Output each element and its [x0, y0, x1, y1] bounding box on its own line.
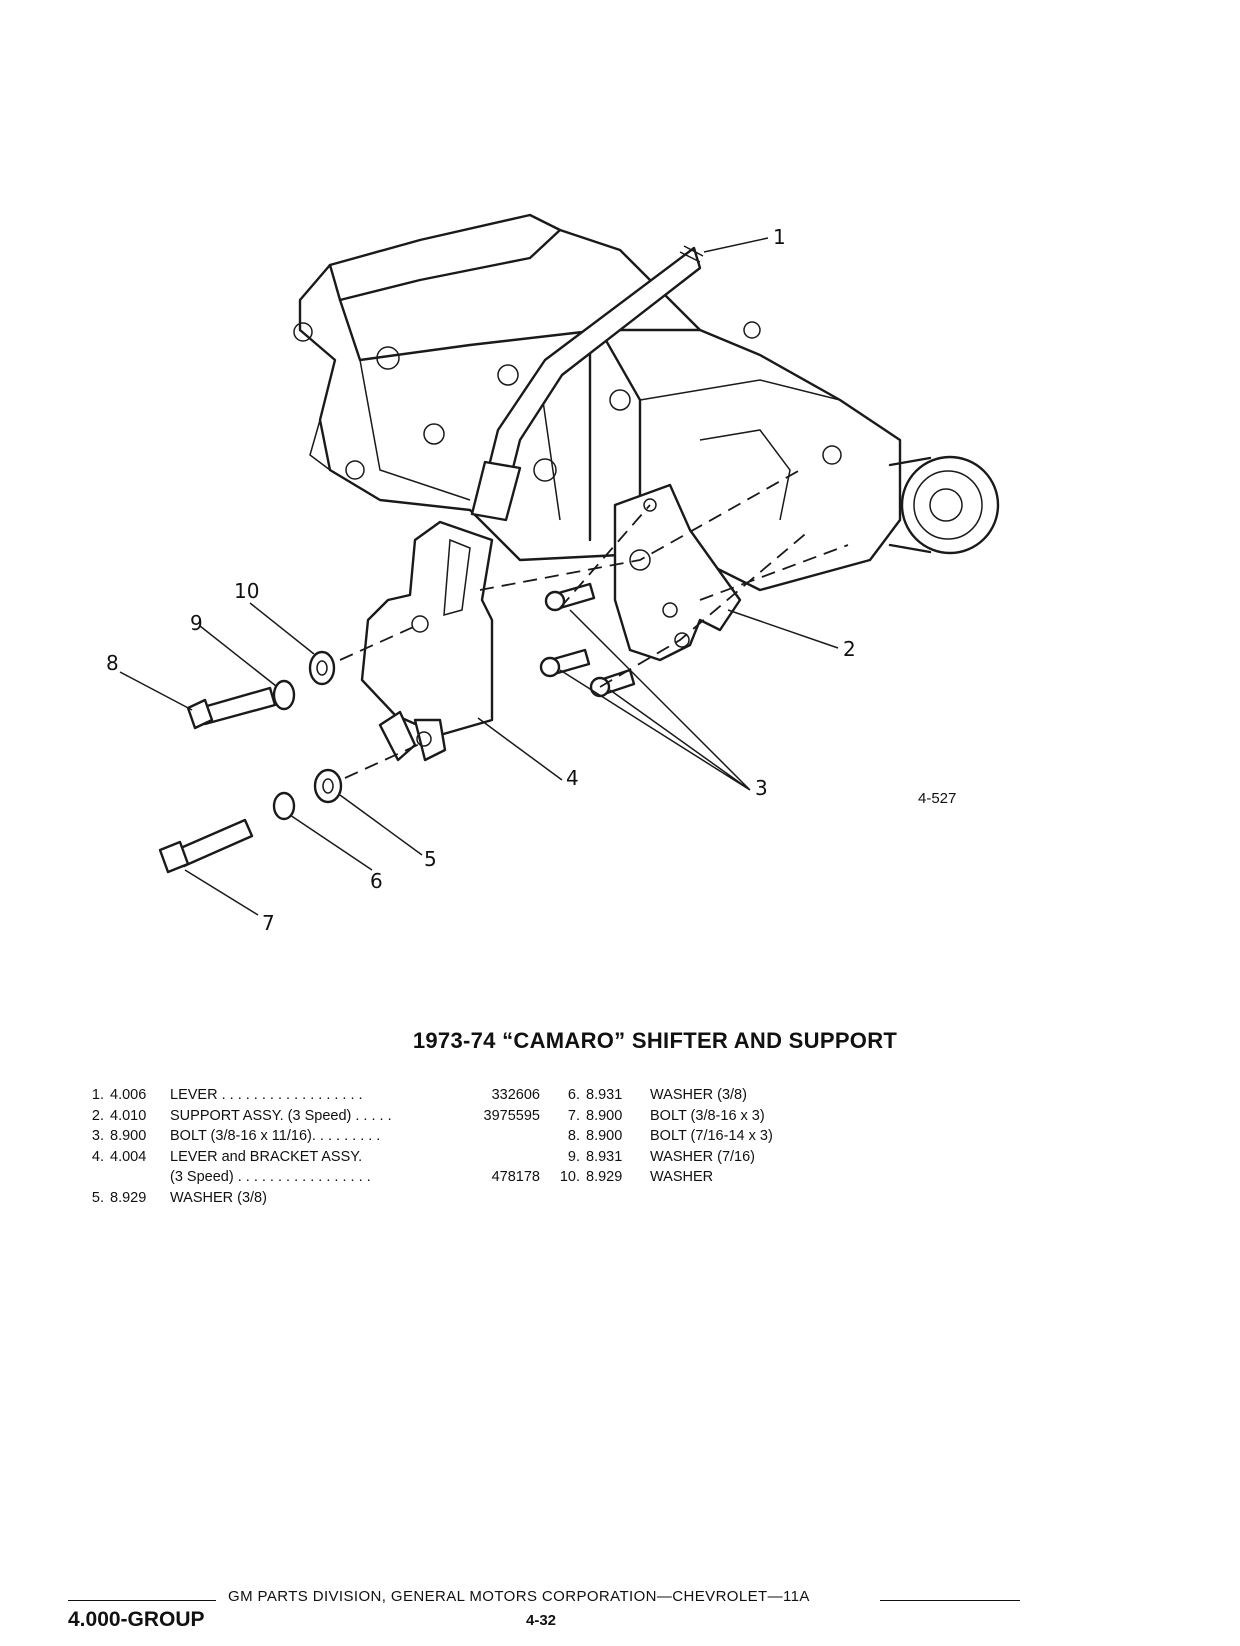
- item-number: 5.: [91, 1189, 104, 1206]
- item-number: 8.: [567, 1128, 580, 1144]
- footer-company: GM PARTS DIVISION, GENERAL MOTORS CORPOR…: [228, 1588, 810, 1605]
- callout-1: 1: [773, 225, 786, 249]
- exploded-diagram: 1 2 3 4 5 6 7 8 9 10: [106, 213, 1000, 935]
- part-number: [468, 1188, 540, 1209]
- part-description: LEVER and BRACKET ASSY.: [170, 1148, 363, 1165]
- part-description: WASHER (7/16): [650, 1148, 756, 1165]
- page-title-text: 1973-74 “CAMARO” SHIFTER AND SUPPORT: [412, 1028, 898, 1053]
- group-number: 8.931: [586, 1087, 623, 1103]
- lever-bracket-assembly: [360, 520, 494, 762]
- parts-row: 8. 8.900 BOLT (7/16-14 x 3): [548, 1126, 848, 1147]
- item-number: 9.: [567, 1148, 580, 1165]
- part-description: LEVER . . . . . . . . . . . . . . . . . …: [170, 1087, 363, 1103]
- item-number: 1.: [91, 1087, 104, 1103]
- parts-row: 4. 4.004 LEVER and BRACKET ASSY.: [70, 1147, 540, 1168]
- item-number: 3.: [91, 1128, 104, 1144]
- part-number: 3975595: [483, 1107, 540, 1124]
- item-number: 10.: [559, 1169, 580, 1185]
- figure-reference: 4-527: [918, 790, 957, 807]
- item-number: [70, 1167, 110, 1188]
- item-number: 7.: [567, 1107, 580, 1124]
- callout-3: 3: [755, 776, 768, 800]
- bolt-8-assembly: [186, 623, 421, 730]
- part-number: [468, 1126, 540, 1147]
- part-description: BOLT (3/8-16 x 11/16). . . . . . . . .: [170, 1128, 381, 1144]
- parts-row: 2. 4.010 SUPPORT ASSY. (3 Speed) . . . .…: [70, 1106, 540, 1127]
- group-number: 8.929: [110, 1189, 147, 1206]
- callout-5: 5: [424, 847, 437, 871]
- part-description: BOLT (7/16-14 x 3): [650, 1128, 773, 1144]
- parts-row: 6. 8.931 WASHER (3/8): [548, 1085, 848, 1106]
- bolt-7-assembly: [158, 741, 425, 874]
- callout-2: 2: [843, 637, 856, 661]
- shift-lever: [470, 245, 704, 522]
- parts-row: 7. 8.900 BOLT (3/8-16 x 3): [548, 1106, 848, 1127]
- group-label: 4.000-GROUP: [68, 1608, 205, 1631]
- parts-row: 3. 8.900 BOLT (3/8-16 x 11/16). . . . . …: [70, 1126, 540, 1147]
- alignment-lines: [479, 469, 849, 688]
- parts-row: 9. 8.931 WASHER (7/16): [548, 1147, 848, 1168]
- part-number: 332606: [491, 1087, 540, 1103]
- page-title: 1973-74 “CAMARO” SHIFTER AND SUPPORT: [0, 1028, 1240, 1054]
- callout-10: 10: [234, 579, 259, 603]
- support-bracket: [613, 483, 742, 662]
- parts-list-right: 6. 8.931 WASHER (3/8) 7. 8.900 BOLT (3/8…: [548, 1085, 848, 1188]
- leader-lines: [119, 237, 839, 916]
- part-number: [468, 1147, 540, 1168]
- item-number: 4.: [91, 1148, 104, 1165]
- group-number: 8.900: [586, 1128, 623, 1144]
- parts-list-left: 1. 4.006 LEVER . . . . . . . . . . . . .…: [70, 1085, 540, 1208]
- item-number: 6.: [567, 1087, 580, 1103]
- part-description: (3 Speed) . . . . . . . . . . . . . . . …: [170, 1169, 371, 1185]
- group-number: 8.900: [110, 1128, 147, 1144]
- item-number: 2.: [91, 1107, 104, 1124]
- page-number: 4-32: [526, 1612, 557, 1629]
- group-number: 4.010: [110, 1107, 147, 1124]
- footer-rule-right: [880, 1600, 1020, 1601]
- shifter-illustration: 1 2 3 4 5 6 7 8 9 10: [106, 213, 1000, 935]
- parts-row: 10. 8.929 WASHER: [548, 1167, 848, 1188]
- part-description: BOLT (3/8-16 x 3): [650, 1107, 765, 1124]
- callout-8: 8: [106, 651, 119, 675]
- callout-7: 7: [262, 911, 275, 935]
- group-number: [110, 1167, 170, 1188]
- group-number: 8.931: [586, 1148, 623, 1165]
- callout-6: 6: [370, 869, 383, 893]
- part-description: WASHER (3/8): [170, 1189, 267, 1206]
- callout-9: 9: [190, 611, 203, 635]
- callout-4: 4: [566, 766, 579, 790]
- group-number: 8.900: [586, 1107, 623, 1124]
- parts-row-continuation: (3 Speed) . . . . . . . . . . . . . . . …: [70, 1167, 540, 1188]
- parts-row: 5. 8.929 WASHER (3/8): [70, 1188, 540, 1209]
- part-number: 478178: [491, 1169, 540, 1185]
- part-description: SUPPORT ASSY. (3 Speed) . . . . .: [170, 1107, 392, 1124]
- transmission-case: [293, 213, 1000, 592]
- part-description: WASHER (3/8): [650, 1087, 747, 1103]
- group-number: 8.929: [586, 1169, 623, 1185]
- footer-rule-left: [68, 1600, 216, 1601]
- parts-row: 1. 4.006 LEVER . . . . . . . . . . . . .…: [70, 1085, 540, 1106]
- group-number: 4.004: [110, 1148, 147, 1165]
- group-number: 4.006: [110, 1087, 147, 1103]
- part-description: WASHER: [650, 1169, 714, 1185]
